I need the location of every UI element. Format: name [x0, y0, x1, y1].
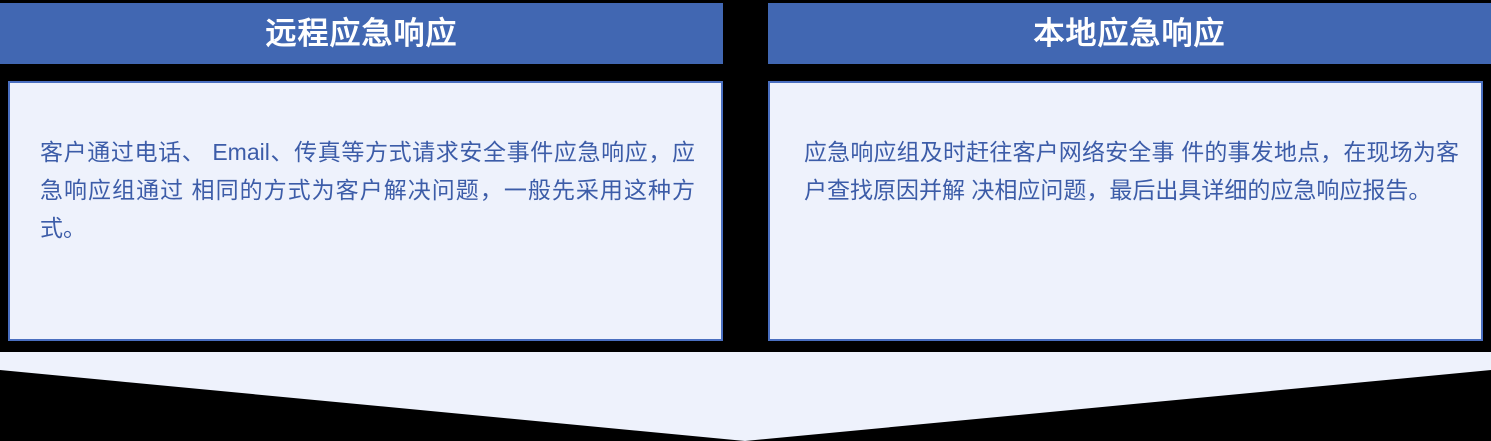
- down-arrow-polygon: [0, 352, 1491, 441]
- column-panel-local: 应急响应组及时赶往客户网络安全事 件的事发地点，在现场为客户查找原因并解 决相应…: [768, 81, 1483, 341]
- column-header-local-label: 本地应急响应: [1033, 16, 1226, 51]
- down-arrow-shape: [0, 352, 1491, 441]
- column-panel-remote: 客户通过电话、 Email、传真等方式请求安全事件应急响应，应急响应组通过 相同…: [8, 81, 723, 341]
- column-body-remote-text: 客户通过电话、 Email、传真等方式请求安全事件应急响应，应急响应组通过 相同…: [40, 139, 695, 241]
- column-header-remote: 远程应急响应: [0, 3, 723, 64]
- column-body-local-text: 应急响应组及时赶往客户网络安全事 件的事发地点，在现场为客户查找原因并解 决相应…: [804, 139, 1459, 203]
- down-arrow-icon: [0, 352, 1491, 441]
- column-header-remote-label: 远程应急响应: [265, 16, 458, 51]
- column-header-local: 本地应急响应: [768, 3, 1491, 64]
